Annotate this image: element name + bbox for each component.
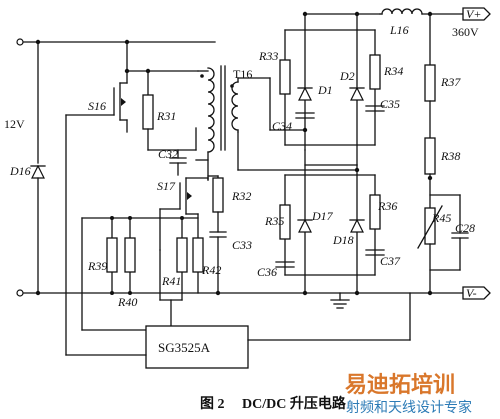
label-c28: C28 — [455, 221, 475, 235]
label-c32: C32 — [158, 147, 178, 161]
label-v-minus: V- — [466, 286, 477, 300]
capacitor-c36 — [275, 261, 295, 268]
label-l16: L16 — [389, 23, 409, 37]
label-r32: R32 — [231, 189, 251, 203]
resistor-r34 — [369, 54, 381, 90]
capacitor-c37 — [365, 249, 385, 256]
diode-d16 — [30, 39, 46, 296]
ic-sg3525a — [65, 292, 411, 369]
capacitor-c28 — [429, 194, 469, 271]
watermark-brand: 易迪拓培训 — [345, 372, 455, 398]
potentiometer-r45 — [417, 205, 443, 296]
resistor-r40 — [124, 237, 136, 273]
label-r41: R41 — [161, 274, 181, 288]
label-d2: D2 — [339, 69, 355, 83]
watermark-slogan: 射频和天线设计专家 — [346, 399, 472, 416]
label-360v: 360V — [452, 25, 479, 39]
label-d16: D16 — [9, 164, 31, 178]
ground-symbol — [302, 290, 360, 309]
label-sg3525a: SG3525A — [158, 340, 211, 355]
negative-rail — [16, 289, 466, 297]
label-12v: 12V — [4, 117, 25, 131]
figure-number: 图 2 — [200, 396, 225, 412]
label-r34: R34 — [383, 64, 403, 78]
resistor-r36 — [369, 194, 381, 230]
resistor-r33 — [279, 59, 291, 95]
diode-d2 — [349, 86, 365, 101]
label-r45: R45 — [431, 211, 451, 225]
label-c33: C33 — [232, 238, 252, 252]
label-s16: S16 — [88, 99, 106, 113]
label-r37: R37 — [440, 75, 461, 89]
label-r35: R35 — [264, 214, 284, 228]
label-r33: R33 — [258, 49, 278, 63]
label-r31: R31 — [156, 109, 176, 123]
label-r39: R39 — [87, 259, 107, 273]
label-d17: D17 — [311, 209, 334, 223]
capacitor-c33 — [209, 231, 227, 296]
capacitor-c34 — [295, 112, 315, 119]
label-c36: C36 — [257, 265, 277, 279]
mosfet-s16 — [65, 39, 130, 356]
label-s17: S17 — [157, 179, 176, 193]
diode-d18 — [349, 218, 365, 233]
label-r42: R42 — [201, 263, 221, 277]
terminal-v-plus — [462, 7, 491, 21]
feedback-network — [81, 216, 199, 331]
label-r38: R38 — [440, 149, 460, 163]
label-r36: R36 — [377, 199, 397, 213]
label-c37: C37 — [380, 254, 401, 268]
resistor-r39 — [106, 237, 118, 273]
figure-title: DC/DC 升压电路 — [242, 395, 347, 412]
ground-rail-top — [16, 38, 216, 46]
capacitor-c35 — [365, 105, 385, 112]
label-t16: T16 — [233, 67, 252, 81]
transformer-t16 — [195, 65, 271, 181]
label-c35: C35 — [380, 97, 400, 111]
terminal-v-minus — [462, 286, 491, 300]
label-v-plus: V+ — [466, 7, 481, 21]
resistor-r32 — [207, 175, 224, 233]
resistor-r35 — [279, 204, 291, 240]
resistor-r31 — [142, 68, 154, 151]
output-divider — [424, 11, 436, 209]
resistor-r41 — [176, 237, 188, 273]
diode-d1 — [297, 86, 313, 101]
inductor-l16 — [379, 8, 464, 15]
label-r40: R40 — [117, 295, 137, 309]
label-c34: C34 — [272, 119, 292, 133]
capacitor-c32 — [147, 127, 197, 176]
label-d18: D18 — [332, 233, 354, 247]
diode-d17 — [297, 218, 313, 233]
resistor-r42 — [192, 237, 204, 273]
label-d1: D1 — [317, 83, 333, 97]
